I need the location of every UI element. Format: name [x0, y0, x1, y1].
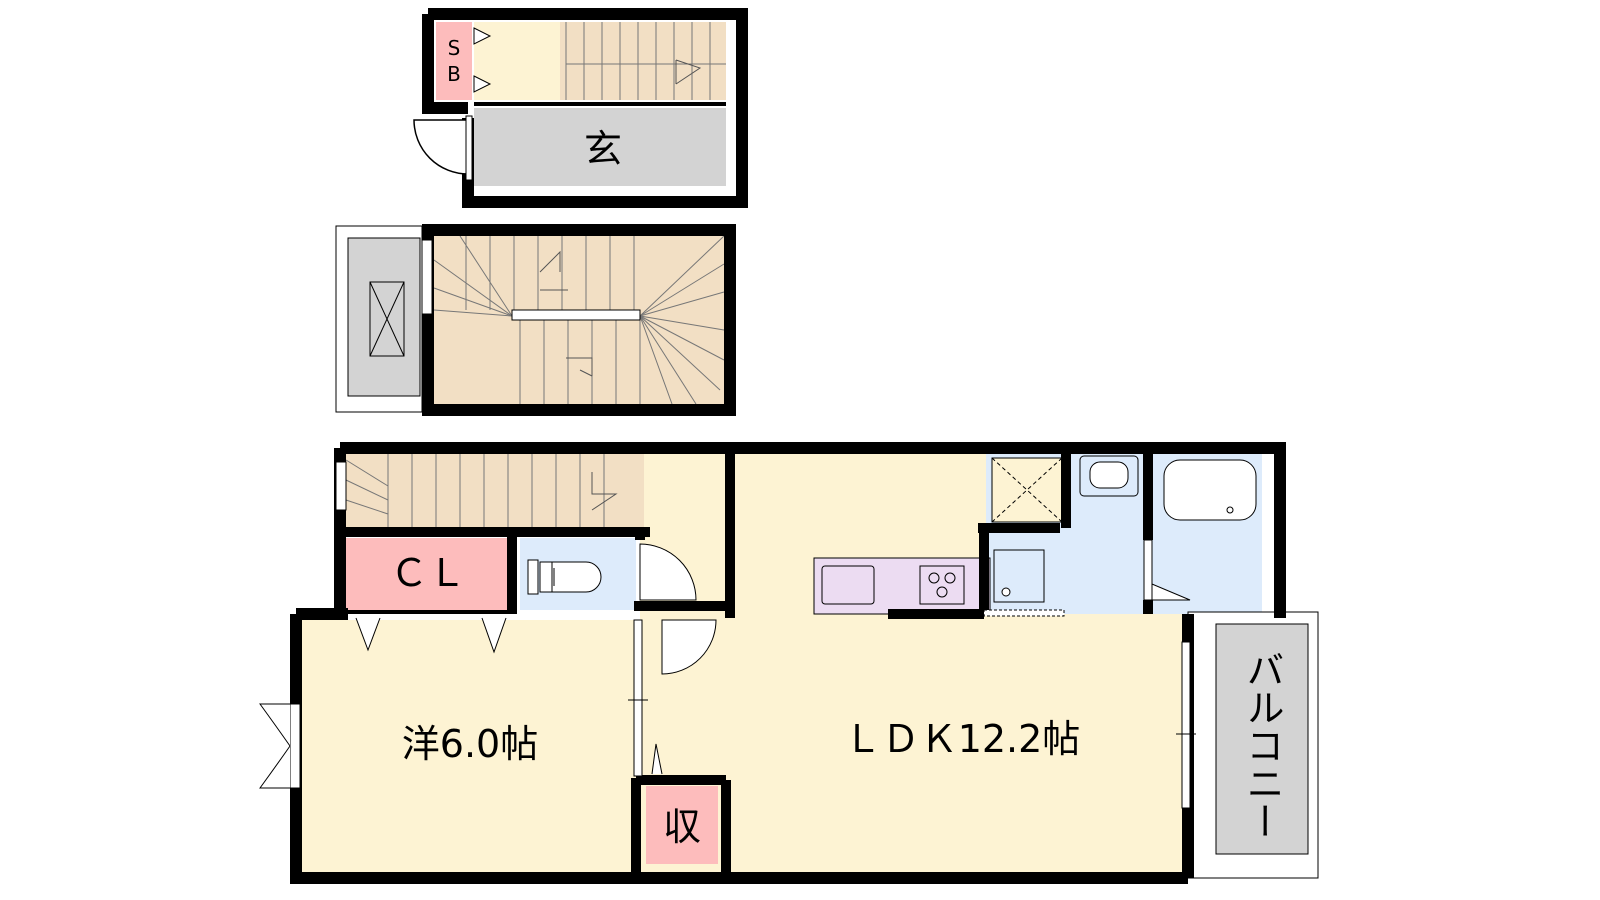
storage-label: 収 [663, 805, 701, 849]
entrance-floor [474, 22, 560, 100]
stair-arrow-icon-3 [566, 357, 593, 377]
entrance-stair-treads [565, 22, 726, 100]
closet-door-icon[interactable] [355, 617, 381, 652]
window-icon [259, 703, 291, 789]
stair-level [335, 224, 736, 416]
bathtub-icon [1163, 459, 1257, 521]
shoebox-room [436, 22, 472, 100]
toilet-icon [527, 559, 602, 595]
hall-door-icon[interactable] [661, 619, 717, 675]
balcony-room [1215, 623, 1309, 855]
stair-arrow-icon-4 [591, 472, 618, 511]
shoebox-label-bottom: B [447, 62, 461, 86]
toilet-door-icon[interactable] [639, 543, 697, 601]
entrance-level: S B 玄 [413, 8, 748, 208]
washing-machine-icon [993, 549, 1045, 603]
stairs-lower [346, 454, 644, 528]
main-level: ＣＬ 洋6.0帖 ＬＤＫ12.2帖 収 バルコニー [259, 442, 1319, 884]
western-room [302, 620, 638, 872]
stair-arrow-icon-2 [539, 250, 568, 291]
shoebox-label-top: S [448, 36, 461, 60]
middle-stair-treads [433, 235, 725, 405]
hatch-area [347, 237, 421, 397]
lower-stair-treads [345, 454, 605, 528]
western-room-label: 洋6.0帖 [402, 722, 538, 766]
storage-room [646, 786, 718, 864]
entrance-label: 玄 [584, 127, 622, 171]
entrance-room [474, 108, 726, 186]
closet-label: ＣＬ [390, 551, 466, 595]
stair-handrail [511, 309, 641, 321]
storage-door-icon[interactable] [651, 743, 663, 775]
stair-walls [422, 224, 736, 416]
front-door-icon[interactable] [413, 119, 469, 175]
kitchen-sink-icon [821, 565, 875, 605]
stove-icon [919, 565, 965, 605]
closet-room [346, 538, 508, 610]
balcony-label: バルコニー [1240, 650, 1284, 840]
interior-walls [340, 448, 1153, 878]
closet-door-icon-2[interactable] [481, 617, 507, 654]
stair-arrow-icon [675, 59, 702, 85]
ldk-label: ＬＤＫ12.2帖 [844, 717, 1081, 761]
